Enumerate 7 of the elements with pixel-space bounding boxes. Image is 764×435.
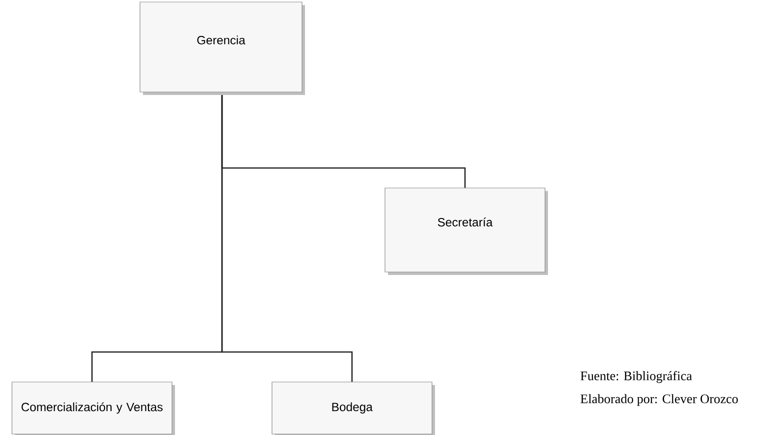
source-note: Fuente: Bibliográfica xyxy=(580,371,692,383)
source-note: Elaborado por: Clever Orozco xyxy=(580,394,738,406)
org-box: Secretaría xyxy=(384,188,548,275)
connector-line xyxy=(221,92,353,382)
org-box: Gerencia xyxy=(140,2,305,95)
org-box: Bodega xyxy=(272,382,435,435)
org-box: Comercialización y Ventas xyxy=(12,382,175,435)
